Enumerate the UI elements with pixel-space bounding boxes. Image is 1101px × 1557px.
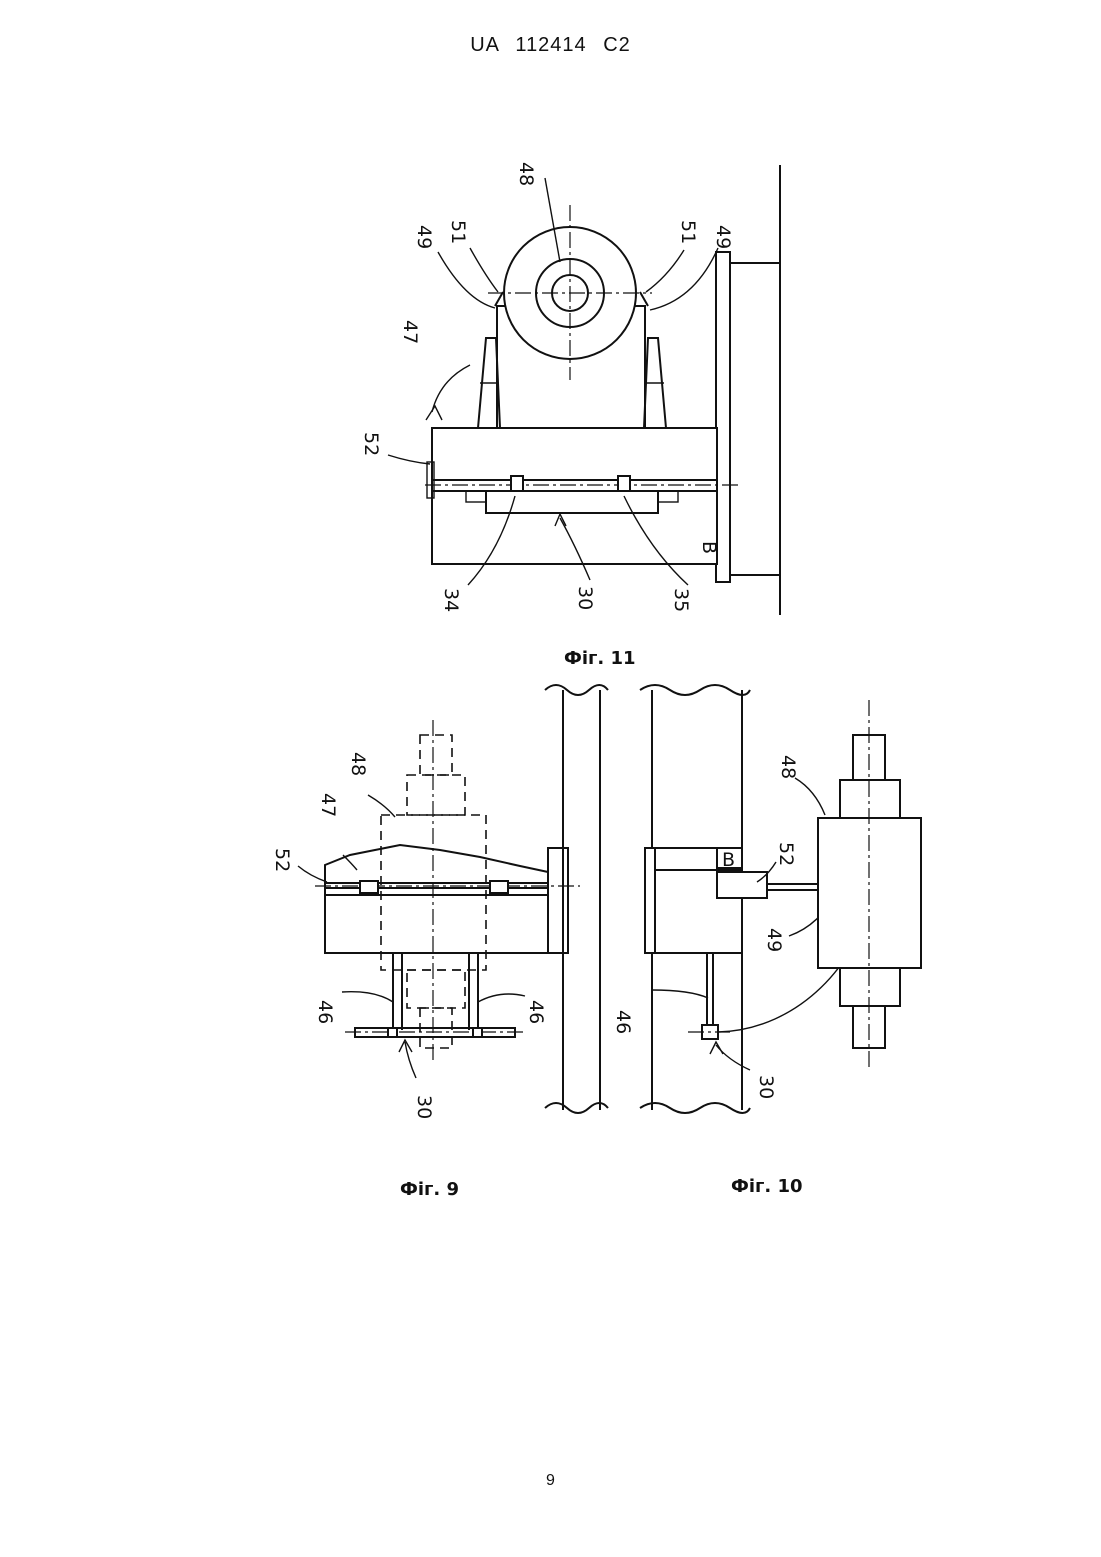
fig11-label-51-left: 51 — [447, 220, 469, 244]
fig11-caption: Фіг. 11 — [564, 648, 636, 669]
fig9-caption: Фіг. 9 — [400, 1179, 459, 1200]
fig11-label-35: 35 — [670, 588, 692, 612]
fig10-label-B: B — [722, 849, 735, 871]
fig9-label-46-left: 46 — [314, 1000, 336, 1024]
page-number: 9 — [0, 1472, 1101, 1490]
fig9-label-48: 48 — [347, 752, 369, 776]
fig11-label-48: 48 — [515, 162, 537, 186]
fig11-label-30: 30 — [574, 586, 596, 610]
fig10-label-49: 49 — [763, 928, 785, 952]
fig9-label-30: 30 — [413, 1095, 435, 1119]
fig9-label-52: 52 — [271, 848, 293, 872]
fig11-label-51-right: 51 — [677, 220, 699, 244]
fig10-label-46: 46 — [612, 1010, 634, 1034]
figure-9 — [298, 685, 608, 1113]
figure-10 — [640, 685, 921, 1113]
fig10-caption: Фіг. 10 — [731, 1176, 803, 1197]
fig11-label-47: 47 — [399, 320, 421, 344]
fig11-label-49-right: 49 — [712, 225, 734, 249]
fig11-label-49-left: 49 — [413, 225, 435, 249]
fig10-label-48: 48 — [777, 755, 799, 779]
fig11-label-52: 52 — [360, 432, 382, 456]
fig11-label-34: 34 — [440, 588, 462, 612]
fig10-label-30: 30 — [755, 1075, 777, 1099]
fig11-label-B: B — [698, 541, 720, 554]
fig9-label-46-right: 46 — [525, 1000, 547, 1024]
fig10-label-52: 52 — [775, 842, 797, 866]
fig9-label-47: 47 — [317, 793, 339, 817]
